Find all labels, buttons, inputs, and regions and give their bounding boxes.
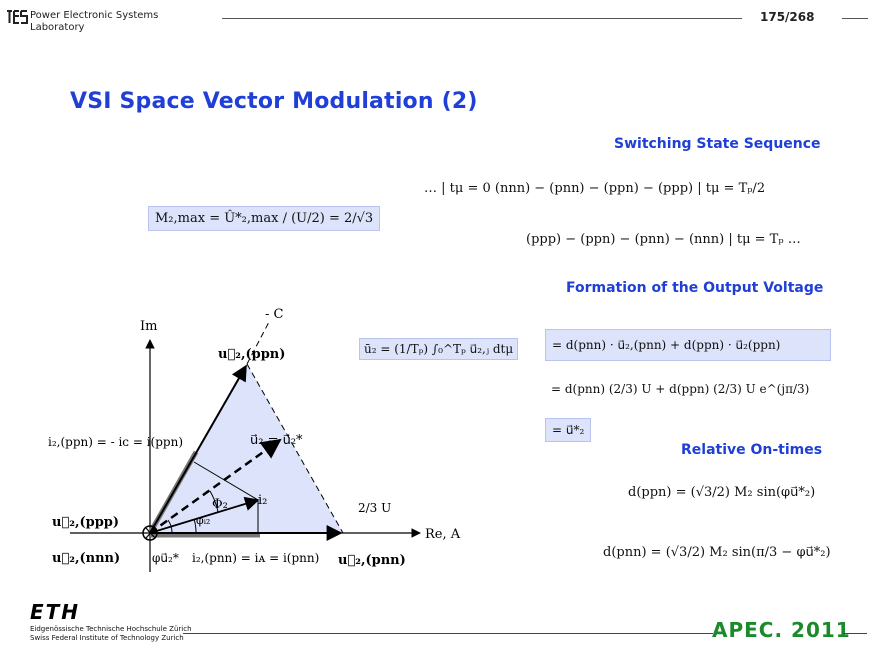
label-re: Re, A <box>425 527 461 542</box>
angle-phi-i2-arc <box>193 518 197 534</box>
label-u2-ppn: u⃗₂,(ppn) <box>218 347 285 362</box>
hexagon-sector <box>150 364 343 533</box>
label-phi-u2: φu⃗₂* <box>152 551 179 565</box>
eth-name-english: Swiss Federal Institute of Technology Zu… <box>30 634 184 642</box>
d-pnn-equation: d(pnn) = (√3/2) M₂ sin(π/3 − φu⃗*₂) <box>603 545 831 560</box>
header-divider-right <box>842 18 868 19</box>
label-two-thirds-u: 2/3 U <box>358 501 391 515</box>
lab-name: Power Electronic Systems Laboratory <box>30 10 158 34</box>
label-phi2: Φ₂ <box>212 497 228 512</box>
space-vector-diagram: Im Re, A - C u⃗₂,(ppn) u⃗₂ = u⃗₂* i₂,(pp… <box>48 307 461 572</box>
switching-sequence-line1: … | tμ = 0 (nnn) − (pnn) − (ppn) − (ppp)… <box>424 181 766 196</box>
eth-name-german: Eidgenössische Technische Hochschule Zür… <box>30 625 192 633</box>
m2max-equation: M₂,max = Û*₂,max / (U/2) = 2/√3 <box>148 206 381 231</box>
header-divider <box>222 18 742 19</box>
section-relative-on-times: Relative On-times <box>681 442 823 458</box>
vector-u2-ppn <box>149 364 247 534</box>
label-u2-nnn: u⃗₂,(nnn) <box>52 551 120 566</box>
u2-reference: = u⃗*₂ <box>545 418 592 442</box>
d-ppn-equation: d(ppn) = (√3/2) M₂ sin(φu⃗*₂) <box>628 485 816 500</box>
angle-phi2-arc <box>209 490 219 513</box>
lab-name-line1: Power Electronic Systems <box>30 10 159 21</box>
section-formation-output-voltage: Formation of the Output Voltage <box>566 280 824 296</box>
page-number: 175/268 <box>760 10 815 24</box>
label-im: Im <box>140 319 157 334</box>
label-i2-pnn: i₂,(pnn) = iᴀ = i(pnn) <box>192 551 319 565</box>
label-i2-ppn: i₂,(ppn) = - iᴄ = i(ppn) <box>48 435 183 449</box>
eth-logo: ETH <box>30 600 81 624</box>
u2-expanded: = d(pnn) (2/3) U + d(ppn) (2/3) U e^(jπ/… <box>551 382 810 396</box>
angle-phi-u2-arc <box>167 519 173 534</box>
switching-sequence-line2: (ppp) − (ppn) − (pnn) − (nnn) | tμ = Tₚ … <box>526 232 801 247</box>
label-u2-ppp: u⃗₂,(ppp) <box>52 515 119 530</box>
footer-divider-right <box>843 633 867 634</box>
minus-c-dashed <box>246 319 271 365</box>
origin-node <box>142 525 158 541</box>
u2-average-integral: ū₂ = (1/Tₚ) ∫₀^Tₚ u⃗₂,ⱼ dtμ <box>359 338 519 360</box>
label-phi-i2: φᵢ₂ <box>196 514 210 527</box>
lab-name-line2: Laboratory <box>30 22 85 33</box>
vector-i2 <box>149 496 260 534</box>
footer-divider <box>183 633 713 634</box>
label-minus-c: - C <box>265 307 284 322</box>
label-i2: i₂ <box>258 493 267 508</box>
projection-i2-ppn <box>193 461 259 501</box>
sector-edge-dashed <box>246 363 344 534</box>
pes-logo-icon <box>7 10 28 24</box>
label-u2-ref: u⃗₂ = u⃗₂* <box>250 433 303 448</box>
label-u2-pnn: u⃗₂,(pnn) <box>338 553 406 568</box>
eth-name: Eidgenössische Technische Hochschule Zür… <box>30 625 192 643</box>
apec-logo: APEC. 2011 <box>712 618 851 642</box>
slide-title: VSI Space Vector Modulation (2) <box>70 89 478 114</box>
section-switching-state-sequence: Switching State Sequence <box>614 136 821 152</box>
vector-u2-ref <box>149 438 282 535</box>
u2-duty-sum: = d(pnn) · u⃗₂,(pnn) + d(ppn) · u⃗₂(ppn) <box>545 329 831 361</box>
